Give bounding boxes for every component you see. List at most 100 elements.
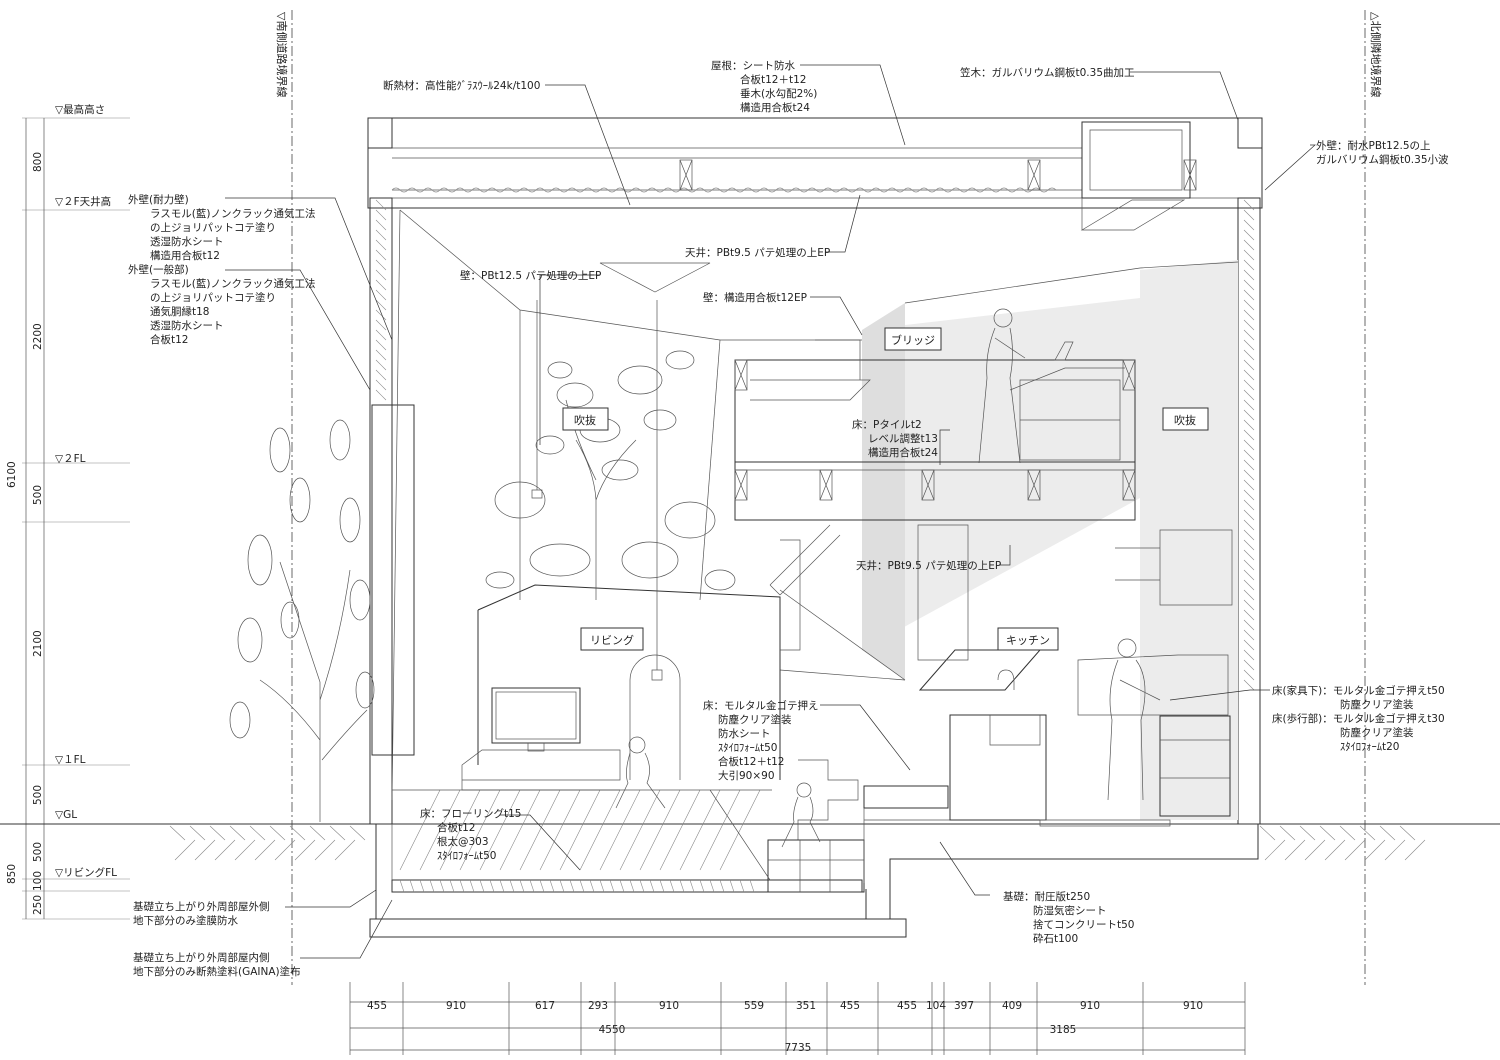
note-ext-general-3: 通気胴縁t18 [150, 305, 209, 318]
hdim-455-b: 455 [840, 1000, 860, 1012]
north-boundary-label: △北側隣地境界線 [1369, 12, 1383, 97]
hdim-293: 293 [588, 1000, 608, 1012]
vdim-850: 850 [6, 864, 18, 884]
hdim-455-c: 455 [897, 1000, 917, 1012]
vdim-500-c: 500 [32, 842, 44, 862]
note-ext-wall-right-1: ガルバリウム鋼板t0.35小波 [1316, 153, 1449, 166]
hdim-617: 617 [535, 1000, 555, 1012]
living-area [392, 300, 821, 881]
note-ext-general-5: 合板t12 [150, 333, 188, 346]
room-tags: 吹抜 ブリッジ 吹抜 リビング キッチン [562, 327, 1209, 651]
hdim-4550: 4550 [599, 1024, 626, 1036]
horizontal-dimensions: 455 910 617 293 910 559 351 455 455 104 … [349, 982, 1246, 1055]
svg-text:ブリッジ: ブリッジ [891, 333, 935, 347]
note-ext-bearing-4: 構造用合板t12 [150, 249, 220, 262]
note-found-in-1: 地下部分のみ断熱塗料(GAINA)塗布 [133, 965, 301, 978]
note-found-in-0: 基礎立ち上がり外周部屋内側 [133, 951, 270, 964]
person-figure-child-sitting [615, 736, 666, 809]
svg-text:キッチン: キッチン [1006, 634, 1050, 647]
note-ext-bearing-0: 外壁(耐力壁) [128, 193, 189, 206]
note-ext-bearing-1: ラスモル(藍)ノンクラック通気工法 [150, 207, 315, 220]
note-ext-bearing-3: 透湿防水シート [150, 235, 224, 248]
svg-text:吹抜: 吹抜 [574, 413, 596, 427]
note-floor-mortar-3: ｽﾀｲﾛﾌｫｰﾑt50 [718, 742, 777, 754]
note-wall-structural: 壁：構造用合板t12EP [703, 291, 807, 304]
level-markers: ▽最高高さ ▽２F天井高 ▽２FL ▽１FL ▽GL ▽リビングFL 800 2… [6, 103, 130, 920]
vdim-2200: 2200 [32, 323, 44, 350]
note-wall-pb: 壁：PBt12.5 パテ処理の上EP [460, 269, 601, 282]
note-kasagi: 笠木：ガルバリウム鋼板t0.35曲加工 [960, 66, 1135, 79]
note-bridge-floor-2: 構造用合板t24 [868, 446, 938, 459]
room-tag-kitchen: キッチン [997, 627, 1059, 651]
vdim-250: 250 [32, 895, 44, 915]
note-foundation-1: 防湿気密シート [1033, 904, 1107, 917]
indoor-tree [485, 350, 736, 600]
vdim-500-a: 500 [32, 485, 44, 505]
person-figure-kitchen [1107, 638, 1161, 801]
svg-text:吹抜: 吹抜 [1174, 413, 1196, 427]
note-ceiling-top: 天井：PBt9.5 パテ処理の上EP [685, 246, 830, 259]
note-floor-mortar-2: 防水シート [718, 727, 771, 740]
note-roof-2: 垂木(水勾配2%) [740, 87, 817, 100]
hdim-455-a: 455 [367, 1000, 387, 1012]
vdim-800: 800 [32, 152, 44, 172]
interior-surfaces [391, 209, 1239, 820]
property-boundary-lines: ▽南側道路境界線 △北側隣地境界線 [275, 10, 1383, 985]
note-floor-walk-0: 床(歩行部)：モルタル金ゴテ押えt30 [1272, 712, 1445, 725]
person-figure-bridge [978, 308, 1026, 464]
stair-and-platforms [767, 524, 950, 893]
note-bridge-floor-1: レベル調整t13 [868, 432, 938, 445]
hdim-910-a: 910 [446, 1000, 466, 1012]
note-ext-wall-right-0: 外壁：耐水PBt12.5の上 [1316, 139, 1431, 152]
note-found-out-1: 地下部分のみ塗膜防水 [133, 914, 238, 927]
note-ext-general-1: ラスモル(藍)ノンクラック通気工法 [150, 277, 315, 290]
note-roof-1: 合板t12＋t12 [740, 73, 806, 86]
note-roof-0: 屋根：シート防水 [711, 59, 795, 72]
level-label-gl: ▽GL [55, 809, 77, 821]
note-floor-flooring-1: 合板t12 [437, 821, 475, 834]
hdim-910-b: 910 [659, 1000, 679, 1012]
vdim-100: 100 [32, 871, 44, 891]
tv-icon [491, 687, 581, 744]
outdoor-tree [229, 419, 375, 822]
room-tag-fukinuke-left: 吹抜 [562, 407, 609, 431]
note-ext-general-4: 透湿防水シート [150, 319, 224, 332]
note-ceiling-mid: 天井：PBt9.5 パテ処理の上EP [856, 559, 1001, 572]
room-tag-fukinuke-right: 吹抜 [1162, 407, 1209, 431]
hdim-910-d: 910 [1183, 1000, 1203, 1012]
vdim-2100: 2100 [32, 630, 44, 657]
hdim-409: 409 [1002, 1000, 1022, 1012]
level-label-2f-ceiling: ▽２F天井高 [55, 195, 111, 208]
hdim-910-c: 910 [1080, 1000, 1100, 1012]
note-floor-mortar-4: 合板t12＋t12 [718, 755, 784, 768]
hdim-104: 104 [926, 1000, 946, 1012]
annotations: 断熱材：高性能ｸﾞﾗｽｳｰﾙ24k/t100 屋根：シート防水 合板t12＋t1… [128, 59, 1449, 978]
note-floor-flooring-0: 床：フローリングt15 [420, 807, 521, 820]
note-floor-furniture-1: 防塵クリア塗装 [1340, 698, 1414, 711]
vdim-500-b: 500 [32, 785, 44, 805]
note-bridge-floor-0: 床：Pタイルt2 [852, 418, 922, 431]
note-floor-mortar-0: 床：モルタル金ゴテ押え [703, 699, 819, 712]
note-insulation: 断熱材：高性能ｸﾞﾗｽｳｰﾙ24k/t100 [383, 79, 540, 92]
note-ext-general-0: 外壁(一般部) [128, 263, 189, 276]
bridge-structure [734, 308, 1136, 521]
note-foundation-3: 砕石t100 [1033, 933, 1078, 945]
room-tag-bridge: ブリッジ [884, 327, 942, 351]
hdim-559: 559 [744, 1000, 764, 1012]
level-label-living-fl: ▽リビングFL [55, 866, 117, 879]
note-floor-walk-2: ｽﾀｲﾛﾌｫｰﾑt20 [1340, 741, 1399, 753]
note-roof-3: 構造用合板t24 [740, 101, 810, 114]
vdim-6100: 6100 [6, 461, 18, 488]
hdim-7735: 7735 [785, 1042, 812, 1054]
svg-text:リビング: リビング [590, 633, 634, 647]
note-ext-general-2: の上ジョリパットコテ塗り [150, 291, 276, 304]
leader-lines [225, 64, 1316, 959]
note-foundation-2: 捨てコンクリートt50 [1033, 918, 1134, 931]
note-foundation-0: 基礎：耐圧版t250 [1003, 890, 1090, 903]
note-floor-mortar-1: 防塵クリア塗装 [718, 713, 792, 726]
level-label-max: ▽最高高さ [55, 103, 105, 116]
hdim-3185: 3185 [1050, 1024, 1077, 1036]
note-ext-bearing-2: の上ジョリパットコテ塗り [150, 221, 276, 234]
note-floor-walk-1: 防塵クリア塗装 [1340, 726, 1414, 739]
